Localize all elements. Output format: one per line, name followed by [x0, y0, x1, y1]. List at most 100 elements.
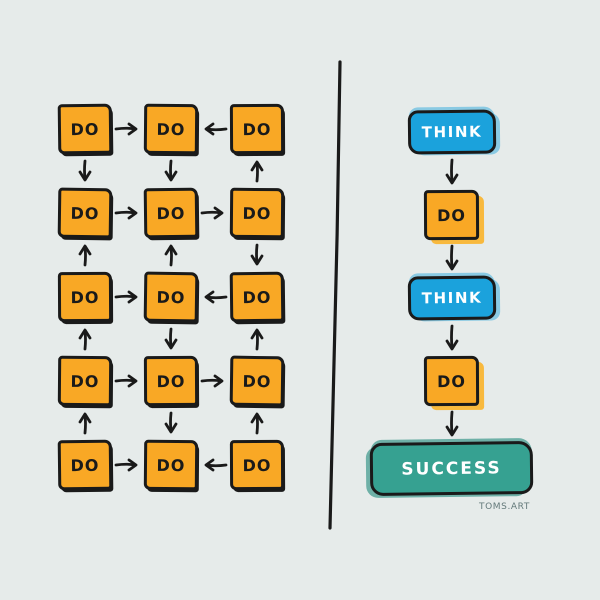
- do-grid-arrow-row: [58, 154, 284, 188]
- down-arrow-icon: [164, 327, 178, 350]
- do-box-label: DO: [70, 287, 100, 307]
- grid-varrow: [58, 158, 112, 184]
- grid-varrow: [144, 410, 198, 436]
- flow-arrow: [444, 240, 460, 276]
- do-box: DO: [229, 355, 285, 407]
- think-box: THINK: [407, 275, 496, 321]
- do-grid-row: DO DO DO: [57, 355, 285, 407]
- do-box: DO: [57, 439, 113, 491]
- up-arrow-icon: [250, 412, 264, 435]
- success-box-label: SUCCESS: [401, 457, 502, 480]
- do-box-label: DO: [242, 119, 272, 139]
- do-box: DO: [229, 103, 285, 155]
- up-arrow-icon: [78, 412, 92, 435]
- do-box-label: DO: [242, 455, 272, 475]
- do-box-label: DO: [156, 287, 186, 307]
- do-box-label: DO: [156, 371, 186, 391]
- think-box-label: THINK: [421, 288, 482, 308]
- do-box: DO: [57, 187, 113, 239]
- grid-varrow: [58, 326, 112, 352]
- do-box: DO: [423, 355, 480, 407]
- flow-arrow: [444, 154, 460, 190]
- grid-varrow: [58, 242, 112, 268]
- down-arrow-icon: [164, 159, 178, 182]
- grid-harrow: [112, 457, 144, 473]
- grid-harrow: [198, 457, 230, 473]
- do-box-label: DO: [70, 371, 100, 391]
- do-box-label: DO: [70, 455, 100, 475]
- down-arrow-icon: [445, 410, 458, 437]
- grid-varrow: [144, 242, 198, 268]
- flow-arrow: [444, 406, 460, 442]
- do-grid-arrow-row: [58, 322, 284, 356]
- do-box-label: DO: [70, 119, 100, 139]
- grid-varrow: [144, 158, 198, 184]
- do-box-label: DO: [436, 371, 466, 391]
- do-box: DO: [143, 439, 199, 491]
- grid-varrow: [230, 242, 284, 268]
- down-arrow-icon: [445, 324, 458, 351]
- do-box: DO: [143, 271, 199, 323]
- grid-harrow: [112, 373, 144, 389]
- do-box-label: DO: [436, 205, 466, 225]
- do-box: DO: [423, 189, 480, 241]
- down-arrow-icon: [445, 244, 458, 271]
- right-arrow-icon: [200, 206, 224, 220]
- do-box: DO: [229, 271, 285, 323]
- grid-harrow: [198, 121, 230, 137]
- up-arrow-icon: [78, 244, 92, 267]
- do-box: DO: [229, 439, 285, 491]
- down-arrow-icon: [250, 243, 264, 266]
- down-arrow-icon: [164, 411, 178, 434]
- grid-harrow: [112, 289, 144, 305]
- do-grid-row: DO DO DO: [57, 187, 285, 239]
- right-arrow-icon: [114, 458, 138, 472]
- do-grid-row: DO DO DO: [57, 439, 285, 491]
- do-box-label: DO: [242, 203, 272, 223]
- do-box-label: DO: [242, 371, 272, 391]
- left-arrow-icon: [204, 290, 228, 304]
- grid-harrow: [198, 373, 230, 389]
- grid-varrow: [58, 410, 112, 436]
- up-arrow-icon: [164, 244, 178, 267]
- right-arrow-icon: [114, 206, 138, 220]
- do-box: DO: [143, 103, 199, 155]
- do-box-label: DO: [156, 455, 186, 475]
- up-arrow-icon: [78, 328, 92, 351]
- down-arrow-icon: [78, 159, 92, 182]
- do-grid-row: DO DO DO: [57, 271, 285, 323]
- grid-varrow: [230, 326, 284, 352]
- do-box-label: DO: [156, 119, 186, 139]
- do-grid-arrow-row: [58, 406, 284, 440]
- right-arrow-icon: [114, 374, 138, 388]
- do-box: DO: [57, 355, 113, 407]
- left-arrow-icon: [204, 122, 228, 136]
- flow-arrow: [444, 320, 460, 356]
- think-do-flow: THINK DO THINK DO SUCCESS: [369, 109, 534, 496]
- do-grid: DO DO DO DO DO DO DO DO DO DO DO DO DO DO DO: [57, 103, 285, 491]
- grid-harrow: [198, 289, 230, 305]
- artist-signature: TOMS.ART: [479, 502, 530, 512]
- grid-harrow: [198, 205, 230, 221]
- think-box-label: THINK: [421, 122, 482, 142]
- do-grid-arrow-row: [58, 238, 284, 272]
- grid-varrow: [144, 326, 198, 352]
- right-arrow-icon: [200, 374, 224, 388]
- do-box-label: DO: [242, 287, 272, 307]
- do-box: DO: [143, 355, 199, 407]
- grid-harrow: [112, 205, 144, 221]
- think-box: THINK: [407, 109, 496, 155]
- do-box: DO: [143, 187, 199, 239]
- do-box: DO: [57, 271, 113, 323]
- up-arrow-icon: [250, 328, 264, 351]
- do-box-label: DO: [70, 203, 100, 223]
- grid-varrow: [230, 158, 284, 184]
- do-box: DO: [57, 103, 113, 155]
- grid-varrow: [230, 410, 284, 436]
- right-arrow-icon: [114, 122, 138, 136]
- do-box-label: DO: [156, 203, 186, 223]
- divider-line: [328, 60, 342, 530]
- down-arrow-icon: [445, 158, 458, 185]
- up-arrow-icon: [250, 160, 264, 183]
